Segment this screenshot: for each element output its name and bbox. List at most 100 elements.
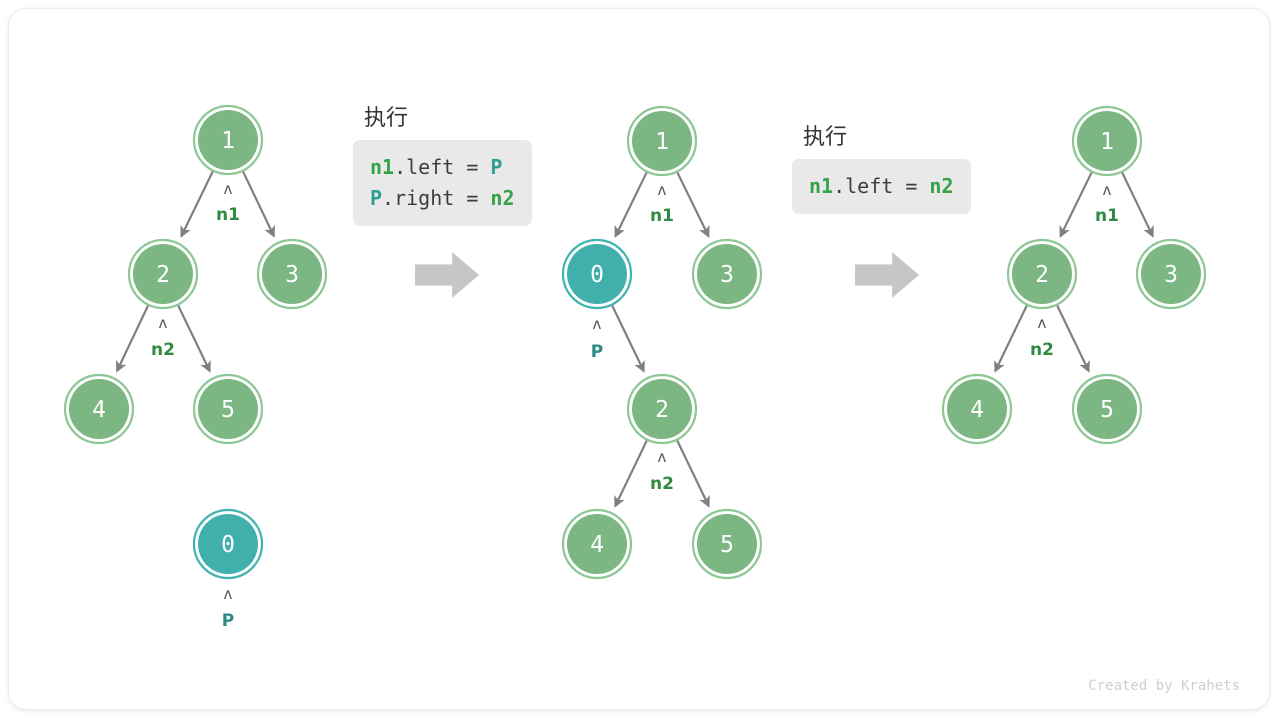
- tree-edge: [614, 440, 648, 508]
- node-value: 5: [720, 532, 734, 558]
- node-circle: [1012, 244, 1072, 304]
- tree-edge: [994, 305, 1028, 373]
- node-value: 5: [221, 397, 235, 423]
- tree-node[interactable]: 2: [127, 238, 199, 310]
- node-circle: [198, 514, 258, 574]
- tree-node[interactable]: 5: [691, 508, 763, 580]
- tree-edge: [177, 305, 211, 373]
- node-circle: [262, 244, 322, 304]
- node-circle: [632, 111, 692, 171]
- tree-edge: [614, 171, 648, 238]
- block-arrows-layer: [415, 252, 919, 298]
- node-ring: [63, 373, 135, 445]
- node-ring: [192, 104, 264, 176]
- node-ring: [1135, 238, 1207, 310]
- tree-edge: [180, 171, 214, 238]
- pointer-label: P: [222, 611, 234, 631]
- code-token: n1: [370, 155, 395, 179]
- pointer-caret-icon: ʌ: [658, 181, 667, 199]
- tree-edge: [611, 305, 645, 373]
- node-value: 0: [221, 532, 235, 558]
- node-ring: [1071, 373, 1143, 445]
- code-token: P: [490, 155, 503, 179]
- code-line: n1.left = n2: [809, 171, 954, 202]
- node-value: 3: [1164, 262, 1178, 288]
- node-value: 2: [1035, 262, 1049, 288]
- node-circle: [947, 379, 1007, 439]
- tree-node[interactable]: 3: [256, 238, 328, 310]
- node-ring: [192, 373, 264, 445]
- pointer-caret-icon: ʌ: [658, 448, 667, 466]
- tree-node[interactable]: 1: [192, 104, 264, 176]
- code-token: n2: [929, 174, 954, 198]
- node-circle: [697, 514, 757, 574]
- node-value: 3: [285, 262, 299, 288]
- tree-node[interactable]: 5: [192, 373, 264, 445]
- node-circle: [69, 379, 129, 439]
- node-value: 0: [590, 262, 604, 288]
- node-ring: [626, 105, 698, 177]
- node-circle: [632, 379, 692, 439]
- code-line: P.right = n2: [370, 183, 515, 214]
- tree-node[interactable]: 2: [1006, 238, 1078, 310]
- node-circle: [697, 244, 757, 304]
- tree-node[interactable]: 0: [192, 508, 264, 580]
- node-circle: [1077, 111, 1137, 171]
- node-ring: [192, 508, 264, 580]
- step-arrow-icon: [415, 252, 479, 298]
- node-ring: [256, 238, 328, 310]
- node-ring: [1006, 238, 1078, 310]
- node-circle: [567, 244, 627, 304]
- tree-node[interactable]: 3: [691, 238, 763, 310]
- code-token: n2: [490, 186, 515, 210]
- tree-node[interactable]: 3: [1135, 238, 1207, 310]
- code-token: n1: [809, 174, 834, 198]
- code-token: .left =: [394, 155, 491, 179]
- tree-node[interactable]: 0: [561, 238, 633, 310]
- tree-node[interactable]: 1: [626, 105, 698, 177]
- tree-node[interactable]: 4: [63, 373, 135, 445]
- pointer-caret-icon: ʌ: [1038, 314, 1047, 332]
- pointer-caret-icon: ʌ: [224, 180, 233, 198]
- tree-edge: [1056, 305, 1090, 373]
- node-value: 1: [221, 128, 235, 154]
- pointer-label: n2: [650, 474, 674, 494]
- pointer-label: n1: [650, 206, 674, 226]
- tree-node[interactable]: 4: [561, 508, 633, 580]
- node-value: 2: [655, 397, 669, 423]
- pointer-label: P: [591, 342, 603, 362]
- node-ring: [626, 373, 698, 445]
- node-value: 4: [92, 397, 106, 423]
- tree-node[interactable]: 4: [941, 373, 1013, 445]
- node-circle: [198, 110, 258, 170]
- code-token: .right =: [382, 186, 491, 210]
- node-ring: [127, 238, 199, 310]
- node-ring: [941, 373, 1013, 445]
- tree-edge: [242, 171, 275, 238]
- tree-node[interactable]: 2: [626, 373, 698, 445]
- tree-edge: [1059, 171, 1093, 238]
- tree-edge: [676, 440, 710, 508]
- pointer-label: n1: [1095, 206, 1119, 226]
- node-ring: [1071, 105, 1143, 177]
- exec-caption: 执行: [364, 106, 409, 131]
- pointer-label: n2: [151, 340, 175, 360]
- tree-node[interactable]: 5: [1071, 373, 1143, 445]
- tree-edge: [676, 171, 710, 238]
- code-snippet-box: n1.left = n2: [792, 159, 971, 214]
- node-circle: [133, 244, 193, 304]
- node-value: 5: [1100, 397, 1114, 423]
- tree-edge: [115, 305, 150, 373]
- node-circle: [198, 379, 258, 439]
- tree-node[interactable]: 1: [1071, 105, 1143, 177]
- node-circle: [567, 514, 627, 574]
- pointer-label: n1: [216, 205, 240, 225]
- pointer-label: n2: [1030, 340, 1054, 360]
- node-ring: [561, 508, 633, 580]
- pointer-caret-icon: ʌ: [593, 315, 602, 333]
- code-token: P: [370, 186, 383, 210]
- pointer-caret-icon: ʌ: [1103, 181, 1112, 199]
